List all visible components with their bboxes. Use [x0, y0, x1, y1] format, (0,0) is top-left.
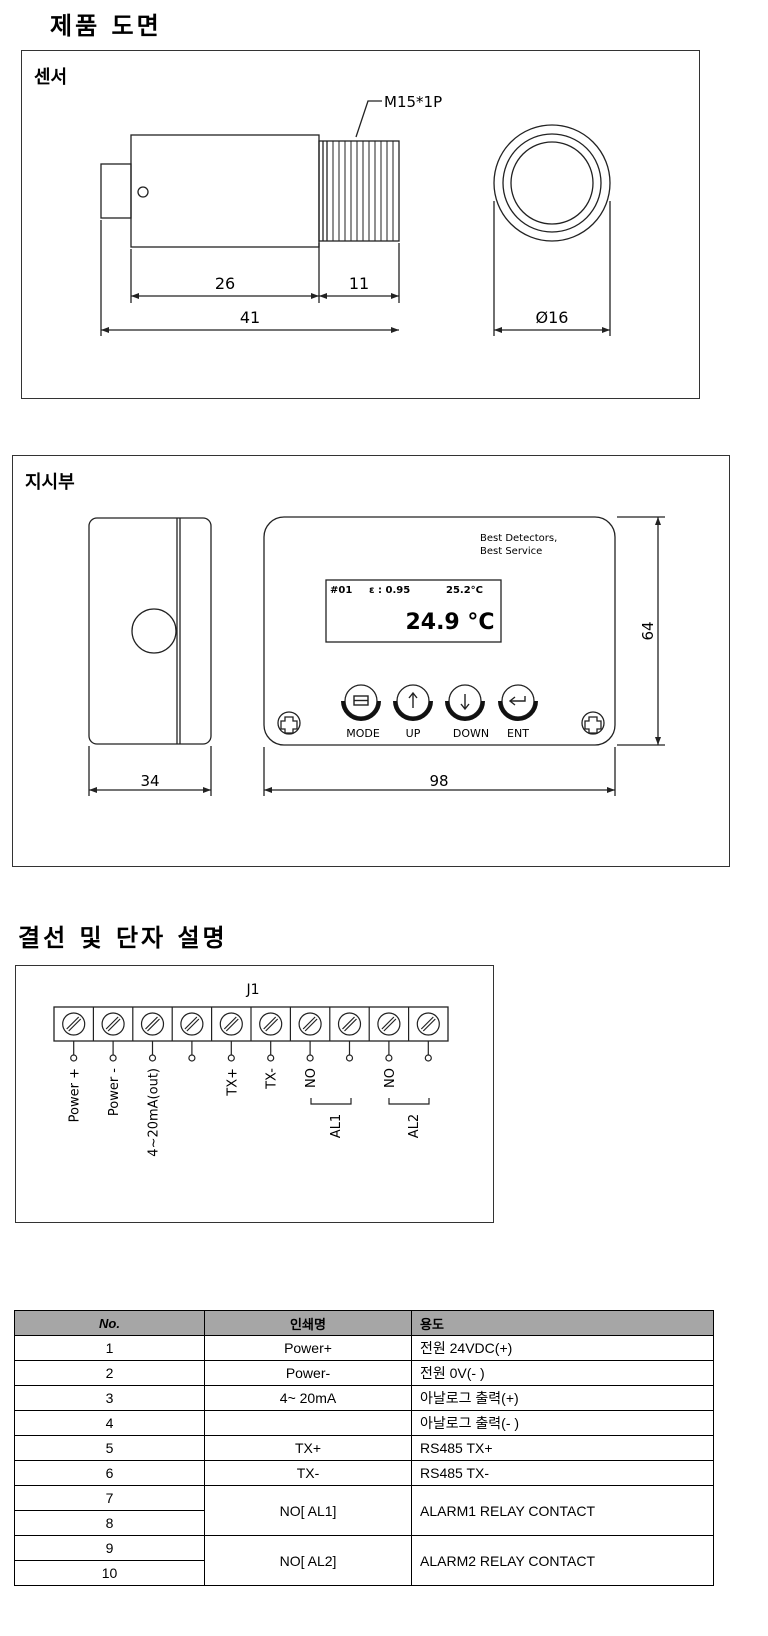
dim-body-length: 26	[215, 274, 235, 293]
alarm-group-1-label: AL1	[329, 1114, 344, 1138]
terminal-screw-icon	[416, 1012, 440, 1036]
cell-no: 1	[14, 1335, 205, 1361]
terminal-point	[385, 1054, 393, 1062]
button-label-down: DOWN	[453, 727, 489, 740]
terminal-screw-icon	[337, 1012, 362, 1036]
terminal-screw-icon	[377, 1012, 401, 1036]
terminal-point	[267, 1054, 275, 1062]
cell-name: NO[ AL1]	[204, 1485, 412, 1536]
cell-use: ALARM2 RELAY CONTACT	[411, 1535, 714, 1586]
wiring-heading: 결선 및 단자 설명	[18, 924, 228, 952]
cell-no: 5	[14, 1435, 205, 1461]
brand-line-2: Best Service	[480, 546, 542, 557]
indicator-label: 지시부	[25, 472, 75, 493]
cell-name: TX+	[204, 1435, 412, 1461]
lcd-channel-id: #01	[330, 585, 352, 596]
cell-no: 2	[14, 1360, 205, 1386]
cell-no: 3	[14, 1385, 205, 1411]
table-header-row: No. 인쇄명 용도	[14, 1310, 714, 1336]
cell-no: 8	[14, 1510, 205, 1536]
sensor-label: 센서	[34, 67, 68, 88]
terminal-screw-icon	[298, 1012, 322, 1036]
terminal-block-frame: J1 Power + Power - 4~20mA(out) TX+ TX- NO NO A…	[15, 965, 494, 1223]
dim-height: 64	[639, 621, 657, 640]
product-drawing-heading: 제품 도면	[50, 12, 162, 40]
cell-use: RS485 TX+	[411, 1435, 714, 1461]
terminal-pin-label: NO	[383, 1068, 398, 1088]
header-print-name: 인쇄명	[204, 1310, 412, 1336]
table-row: 10	[14, 1560, 714, 1586]
terminal-pin-label: TX-	[265, 1068, 280, 1090]
cell-name	[204, 1410, 412, 1436]
indicator-drawing: Best Detectors, Best Service #01 ε : 0.9…	[88, 516, 665, 796]
cell-no: 7	[14, 1485, 205, 1511]
cell-use: 전원 24VDC(+)	[411, 1335, 714, 1361]
cell-use: ALARM1 RELAY CONTACT	[411, 1485, 714, 1536]
alarm-group-2-label: AL2	[407, 1114, 422, 1138]
button-label-ent: ENT	[507, 727, 529, 740]
cell-no: 10	[14, 1560, 205, 1586]
terminal-screw-icon	[180, 1012, 204, 1036]
button-label-mode: MODE	[346, 727, 380, 740]
cell-use: 아날로그 출력(+)	[411, 1385, 714, 1411]
lcd-temp-small: 25.2°C	[446, 585, 483, 596]
terminal-screw-icon	[140, 1012, 165, 1036]
terminal-screw-icon	[62, 1012, 86, 1036]
terminal-pin-label: NO	[304, 1068, 319, 1088]
dim-depth: 34	[140, 772, 159, 790]
cell-name: 4~ 20mA	[204, 1385, 412, 1411]
cell-use: 아날로그 출력(- )	[411, 1410, 714, 1436]
sensor-drawing-frame: 센서	[21, 50, 700, 399]
sensor-drawing: M15*1P 26 11 41 Ø16	[100, 93, 611, 336]
terminal-block-diagram: J1 Power + Power - 4~20mA(out) TX+ TX- NO NO A…	[53, 982, 449, 1157]
cell-name: NO[ AL2]	[204, 1535, 412, 1586]
terminal-pin-label: TX+	[225, 1068, 240, 1097]
button-label-up: UP	[406, 727, 421, 740]
terminal-screw-icon	[259, 1012, 283, 1036]
terminal-point	[345, 1054, 354, 1062]
terminal-point	[306, 1054, 314, 1062]
terminal-screw-icon	[101, 1012, 125, 1036]
cell-name: Power-	[204, 1360, 412, 1386]
cell-name: Power+	[204, 1335, 412, 1361]
cell-no: 9	[14, 1535, 205, 1561]
terminal-point	[109, 1054, 117, 1062]
terminal-screw-icon	[219, 1012, 243, 1036]
header-usage: 용도	[411, 1310, 714, 1336]
table-row: 4 아날로그 출력(- )	[14, 1410, 714, 1436]
terminal-point	[70, 1054, 78, 1062]
dim-thread-length: 11	[349, 274, 369, 293]
terminal-point	[227, 1054, 235, 1062]
terminal-pin-label: 4~20mA(out)	[147, 1068, 162, 1157]
cell-no: 6	[14, 1460, 205, 1486]
brand-line-1: Best Detectors,	[480, 533, 557, 544]
thread-spec-label: M15*1P	[384, 93, 442, 111]
cell-use: 전원 0V(- )	[411, 1360, 714, 1386]
terminal-point	[148, 1054, 157, 1062]
terminal-pin-label: Power +	[68, 1068, 83, 1122]
indicator-drawing-frame: 지시부	[12, 455, 730, 867]
terminal-pin-label: Power -	[107, 1068, 122, 1116]
dim-width: 98	[429, 772, 448, 790]
header-no: No.	[14, 1310, 205, 1336]
dim-total-length: 41	[240, 308, 260, 327]
lcd-emissivity: ε : 0.95	[369, 585, 410, 596]
cell-use: RS485 TX-	[411, 1460, 714, 1486]
lcd-temp-main: 24.9 °C	[405, 610, 494, 635]
cell-no: 4	[14, 1410, 205, 1436]
terminal-point	[188, 1054, 196, 1062]
cell-name: TX-	[204, 1460, 412, 1486]
terminal-block-title: J1	[245, 982, 259, 998]
terminal-point	[424, 1054, 432, 1062]
dim-diameter: Ø16	[536, 308, 569, 327]
